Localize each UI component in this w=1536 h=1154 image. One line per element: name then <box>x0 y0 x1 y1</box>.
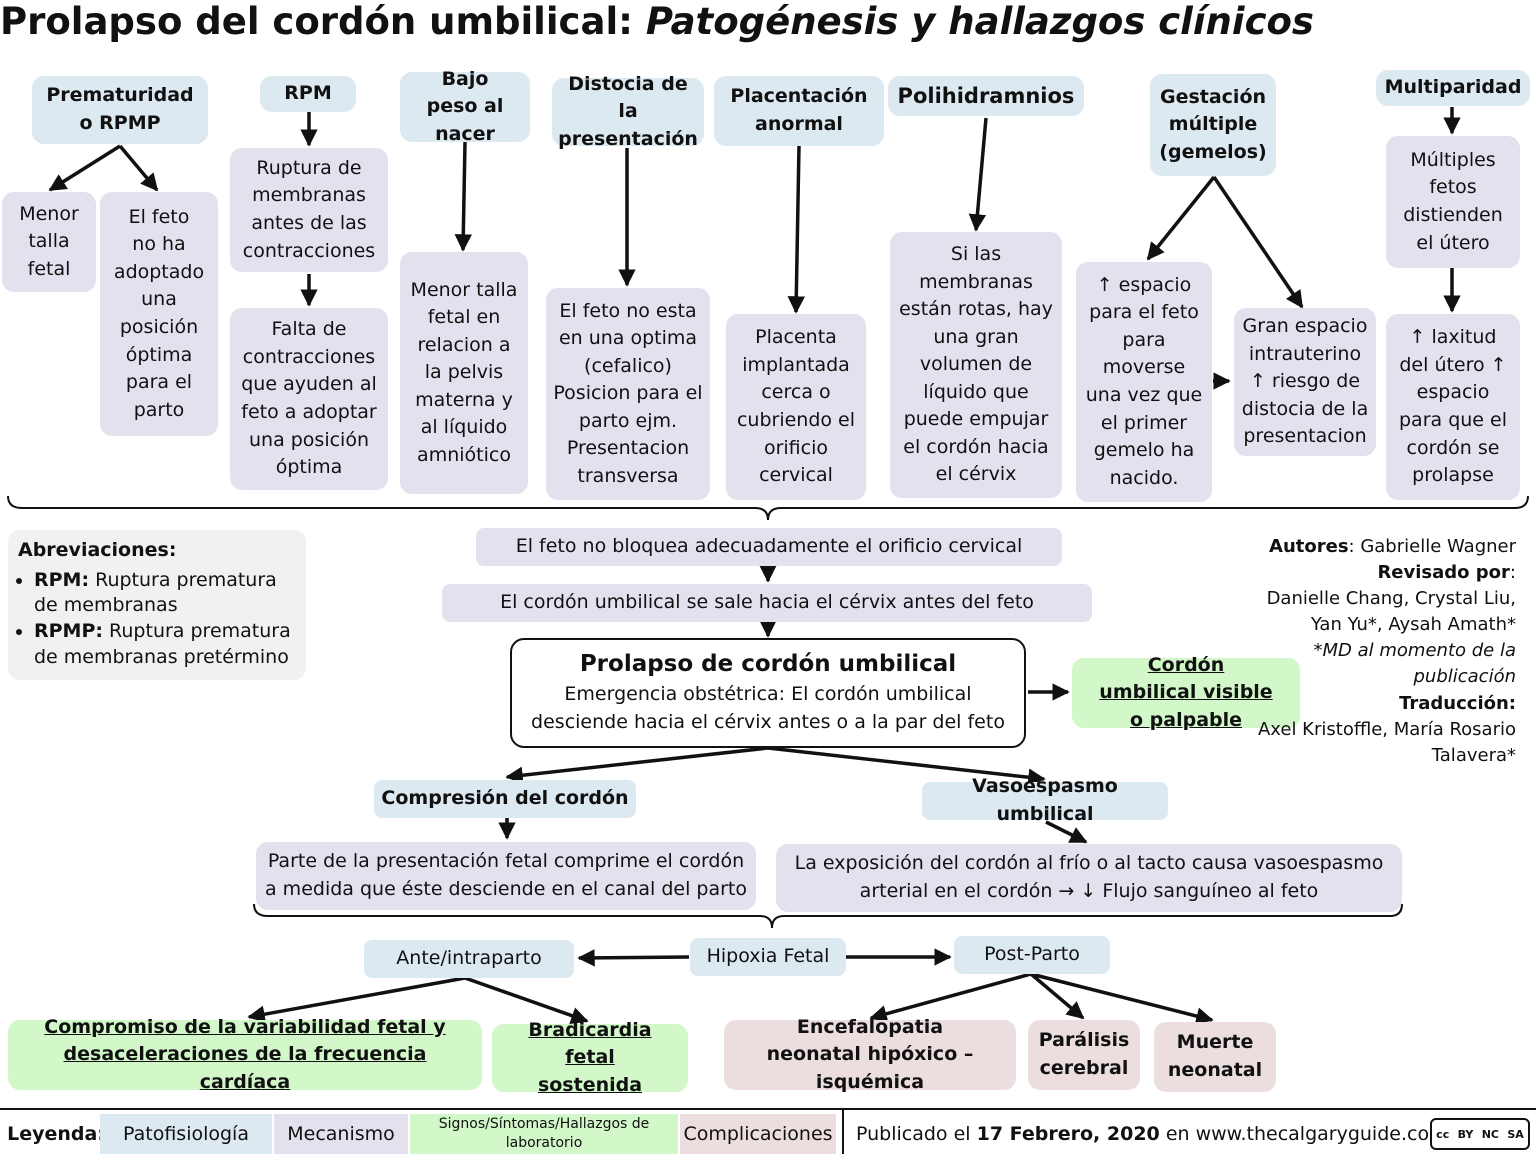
translation-label: Traducción: <box>1399 692 1516 714</box>
patho-postpartum: Post-Parto <box>954 936 1110 974</box>
arrow <box>48 144 121 192</box>
nc-icon: NC <box>1481 1127 1499 1141</box>
by-icon: BY <box>1457 1127 1474 1141</box>
published-pre: Publicado el <box>856 1123 971 1145</box>
legend-mech: Mecanismo <box>274 1114 408 1154</box>
cause-multiparity: Multiparidad <box>1376 70 1530 106</box>
sign-visible-cord: Cordón umbilical visible o palpable <box>1072 654 1300 731</box>
arrow <box>1146 175 1216 261</box>
sa-icon: SA <box>1507 1127 1524 1141</box>
mech-twins-uterine: Gran espacio intrauterino ↑ riesgo de di… <box>1234 308 1376 456</box>
comp-encephalopathy: Encefalopatia neonatal hipóxico – isquém… <box>724 1016 1016 1093</box>
published-date: 17 Febrero, 2020 <box>976 1123 1160 1145</box>
cc-license-badge: cc BY NC SA <box>1430 1118 1530 1150</box>
prolapse-main-box: Prolapso de cordón umbilical Emergencia … <box>510 638 1026 748</box>
abbrev-term: RPM: <box>34 568 90 591</box>
patho-antepartum: Ante/intraparto <box>364 940 574 978</box>
arrow <box>464 976 589 1025</box>
sign-variability: Compromiso de la variabilidad fetal y de… <box>8 1016 482 1093</box>
abbrev-def: Ruptura prematura de membranas pretérmin… <box>34 619 291 668</box>
patho-vasospasm: Vasoespasmo umbilical <box>922 775 1168 825</box>
mech-vasospasm: La exposición del cordón al frío o al ta… <box>776 844 1402 912</box>
prolapse-title: Prolapso de cordón umbilical <box>579 651 957 677</box>
published-note: Publicado el 17 Febrero, 2020 en www.the… <box>856 1114 1448 1154</box>
arrow <box>1045 820 1088 844</box>
sign-bradycardia: Bradicardia fetal sostenida <box>492 1019 688 1096</box>
cc-icon: cc <box>1436 1127 1450 1141</box>
abbreviations-heading: Abreviaciones: <box>18 539 177 561</box>
patho-hypoxia: Hipoxia Fetal <box>690 938 846 976</box>
arrow <box>787 145 806 314</box>
arrow <box>577 949 690 967</box>
title-main: Prolapso del cordón umbilical: <box>0 0 633 43</box>
mech-twins-space: ↑ espacio para el feto para moverse una … <box>1076 262 1212 502</box>
arrow <box>767 746 1046 786</box>
abbrev-def: Ruptura prematura de membranas <box>34 568 277 617</box>
list-item: RPMP: Ruptura prematura de membranas pre… <box>34 619 296 670</box>
mech-multiparity-fetus: Múltiples fetos distienden el útero <box>1386 136 1520 268</box>
middle-bracket <box>253 903 1403 929</box>
list-item: RPM: Ruptura prematura de membranas <box>34 568 296 619</box>
comp-palsy: Parálisis cerebral <box>1028 1020 1140 1090</box>
mech-low-weight: Menor talla fetal en relacion a la pelvi… <box>400 252 528 494</box>
mech-compression: Parte de la presentación fetal comprime … <box>256 842 756 910</box>
abbreviations-list: RPM: Ruptura prematura de membranas RPMP… <box>18 568 296 671</box>
legend-comp: Complicaciones <box>680 1114 836 1154</box>
abbreviations-panel: Abreviaciones: RPM: Ruptura prematura de… <box>8 530 306 680</box>
legend-label: Leyenda: <box>7 1123 105 1145</box>
cause-low-weight: Bajo peso al nacer <box>400 68 530 145</box>
page-title: Prolapso del cordón umbilical: Patogénes… <box>0 0 1536 43</box>
legend-signs: Signos/Síntomas/Hallazgos de laboratorio <box>410 1114 678 1154</box>
legend-divider <box>842 1110 844 1154</box>
arrow <box>869 972 1032 1023</box>
cause-twins: Gestación múltiple (gemelos) <box>1150 74 1276 176</box>
mech-polyhydramnios: Si las membranas están rotas, hay una gr… <box>890 232 1062 498</box>
cause-polyhydramnios: Polihidramnios <box>888 76 1084 116</box>
mech-short-fetus: Menor talla fetal <box>2 192 96 292</box>
translation-names: Axel Kristoffle, María Rosario Talavera* <box>1257 718 1516 766</box>
comp-death: Muerte neonatal <box>1154 1022 1276 1092</box>
authors-credits: Autores: Gabrielle Wagner Revisado por : … <box>1236 534 1516 769</box>
cause-placenta: Placentación anormal <box>714 76 884 146</box>
mech-rupture: Ruptura de membranas antes de las contra… <box>230 148 388 272</box>
mech-no-contractions: Falta de contracciones que ayuden al fet… <box>230 308 388 490</box>
legend-patho: Patofisiología <box>100 1114 272 1154</box>
cause-dystocia: Distocia de la presentación <box>552 73 704 150</box>
arrow <box>968 117 988 232</box>
reviewed-line: Revisado por: <box>1377 562 1516 584</box>
mech-no-block: El feto no bloquea adecuadamente el orif… <box>476 528 1062 566</box>
reviewed-label: Revisado por <box>1377 562 1510 584</box>
authors-label: Autores <box>1269 536 1349 557</box>
arrow <box>505 746 769 784</box>
arrow <box>118 144 159 192</box>
mech-dystocia: El feto no esta en una optima (cefalico)… <box>546 288 710 500</box>
title-subtitle: Patogénesis y hallazgos clínicos <box>645 0 1314 43</box>
cause-rpm: RPM <box>260 76 356 112</box>
arrow <box>1212 176 1304 309</box>
mech-cord-out: El cordón umbilical se sale hacia el cér… <box>442 584 1092 622</box>
reviewed-names: Danielle Chang, Crystal Liu, Yan Yu*, Ay… <box>1266 588 1516 636</box>
md-note: *MD al momento de la publicación <box>1313 640 1516 688</box>
published-post: en www.thecalgaryguide.com <box>1165 1123 1448 1145</box>
mech-placenta: Placenta implantada cerca o cubriendo el… <box>726 314 866 500</box>
arrow <box>1029 972 1085 1020</box>
mech-multiparity-laxity: ↑ laxitud del útero ↑ espacio para que e… <box>1386 314 1520 500</box>
arrow <box>454 141 473 252</box>
top-bracket <box>7 495 1529 521</box>
mech-no-position: El feto no ha adoptado una posición ópti… <box>100 192 218 436</box>
arrow <box>1030 972 1214 1025</box>
arrow <box>247 976 466 1023</box>
authors-line: Autores: Gabrielle Wagner <box>1236 534 1516 560</box>
authors-names: : Gabrielle Wagner <box>1348 536 1516 557</box>
abbrev-term: RPMP: <box>34 619 103 642</box>
cause-prematurity: Prematuridad o RPMP <box>32 76 208 144</box>
patho-compression: Compresión del cordón <box>374 780 636 818</box>
legend-bar: Leyenda: Patofisiología Mecanismo Signos… <box>0 1108 1536 1154</box>
prolapse-description: Emergencia obstétrica: El cordón umbilic… <box>531 683 1005 733</box>
